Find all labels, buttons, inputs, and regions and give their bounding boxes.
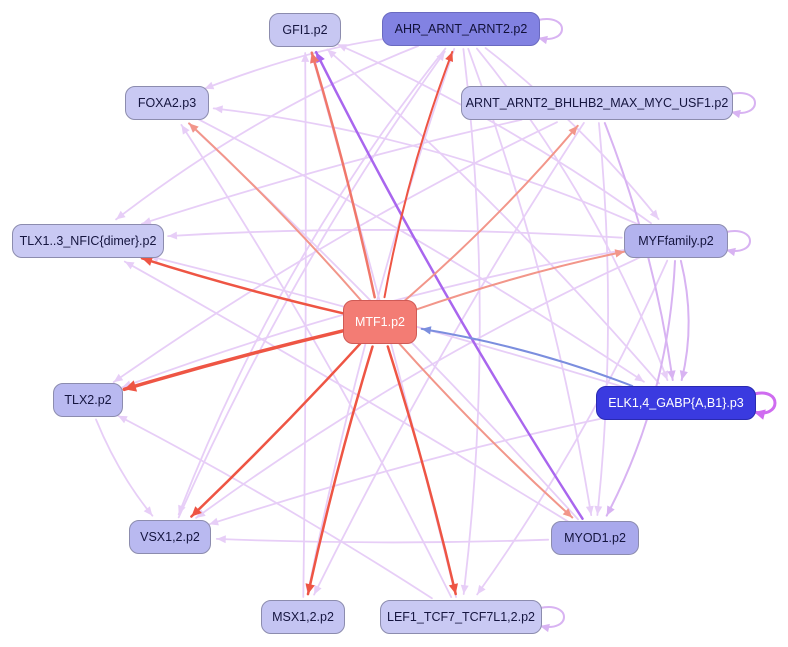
arrowhead (660, 370, 668, 381)
arrowhead (143, 506, 153, 516)
edge-MTF1.p2->VSX1,2.p2 (190, 342, 362, 518)
edge-MTF1.p2->TLX2.p2 (122, 329, 345, 392)
edge-MYFfamily.p2->LEF1_TCF7_TCF7L1,2.p2 (476, 259, 669, 596)
edge-FOXA2.p3->ELK1,4_GABP{A,B1}.p3 (195, 117, 645, 383)
node-MSX1,2.p2[interactable]: MSX1,2.p2 (261, 600, 345, 634)
arrowhead (667, 370, 676, 380)
edge-ARNT_ARNT2_BHLHB2_MAX_MYC_USF1.p2->MYOD1.p2 (596, 122, 609, 516)
arrowhead (301, 53, 310, 62)
arrowhead (649, 209, 659, 220)
arrowhead (204, 81, 215, 90)
node-MYOD1.p2[interactable]: MYOD1.p2 (551, 521, 639, 555)
arrowhead (477, 584, 486, 595)
arrowhead (606, 505, 615, 516)
arrowhead (337, 44, 348, 52)
arrowhead (460, 584, 469, 594)
arrowhead (538, 35, 548, 45)
edge-MYFfamily.p2->FOXA2.p3 (212, 107, 642, 227)
arrowhead (448, 583, 458, 594)
edge-AHR_ARNT_ARNT2.p2->TLX1..3_NFIC{dimer}.p2 (115, 45, 419, 221)
edge-MTF1.p2->AHR_ARNT_ARNT2.p2 (383, 50, 454, 299)
edge-MTF1.p2->LEF1_TCF7_TCF7L1,2.p2 (386, 345, 457, 596)
arrowhead (118, 415, 128, 424)
edge-MYOD1.p2->VSX1,2.p2 (215, 538, 550, 544)
arrowhead (421, 326, 432, 335)
arrowhead (726, 247, 736, 257)
arrowhead (314, 584, 322, 595)
arrowhead (213, 105, 223, 114)
edge-MYFfamily.p2->VSX1,2.p2 (195, 255, 643, 519)
node-VSX1,2.p2[interactable]: VSX1,2.p2 (129, 520, 211, 554)
node-ARNT_ARNT2_BHLHB2_MAX_MYC_USF1.p2[interactable]: ARNT_ARNT2_BHLHB2_MAX_MYC_USF1.p2 (461, 86, 733, 120)
arrowhead (196, 509, 206, 518)
arrowhead (142, 217, 152, 225)
arrowhead (310, 52, 320, 64)
edge-self-MYFfamily.p2 (725, 229, 751, 253)
edge-ELK1,4_GABP{A,B1}.p3->GFI1.p2 (326, 48, 660, 385)
edge-MTF1.p2->MYOD1.p2 (398, 342, 574, 519)
edge-ELK1,4_GABP{A,B1}.p3->VSX1,2.p2 (208, 415, 615, 526)
edge-ARNT_ARNT2_BHLHB2_MAX_MYC_USF1.p2->TLX1..3_NFIC{dimer}.p2 (141, 118, 523, 225)
arrowhead (445, 51, 453, 62)
edge-MTF1.p2->ARNT_ARNT2_BHLHB2_MAX_MYC_USF1.p2 (402, 124, 579, 303)
edge-LEF1_TCF7_TCF7L1,2.p2->TLX2.p2 (117, 414, 433, 600)
edge-MTF1.p2->GFI1.p2 (310, 51, 376, 299)
node-AHR_ARNT_ARNT2.p2[interactable]: AHR_ARNT_ARNT2.p2 (382, 12, 540, 46)
edge-self-ARNT_ARNT2_BHLHB2_MAX_MYC_USF1.p2 (730, 91, 756, 115)
edge-TLX2.p2->VSX1,2.p2 (95, 418, 154, 517)
edge-MYFfamily.p2->ELK1,4_GABP{A,B1}.p3 (679, 259, 690, 381)
arrowhead (327, 49, 337, 59)
edge-AHR_ARNT_ARNT2.p2->FOXA2.p3 (203, 37, 390, 90)
edge-MYFfamily.p2->TLX1..3_NFIC{dimer}.p2 (167, 229, 623, 239)
arrowhead (142, 256, 153, 266)
arrowhead (585, 505, 594, 516)
node-LEF1_TCF7_TCF7L1,2.p2[interactable]: LEF1_TCF7_TCF7L1,2.p2 (380, 600, 542, 634)
node-TLX1..3_NFIC{dimer}.p2[interactable]: TLX1..3_NFIC{dimer}.p2 (12, 224, 164, 258)
arrowhead (124, 380, 138, 392)
arrowhead (168, 231, 178, 240)
arrowhead (124, 261, 135, 270)
edge-AHR_ARNT_ARNT2.p2->LEF1_TCF7_TCF7L1,2.p2 (462, 48, 481, 595)
edge-ELK1,4_GABP{A,B1}.p3->MTF1.p2 (420, 327, 634, 387)
arrowhead (189, 123, 199, 133)
edge-LEF1_TCF7_TCF7L1,2.p2->FOXA2.p3 (180, 124, 453, 598)
edge-self-AHR_ARNT_ARNT2.p2 (537, 17, 563, 41)
edge-MSX1,2.p2->GFI1.p2 (302, 52, 307, 598)
node-GFI1.p2[interactable]: GFI1.p2 (269, 13, 341, 47)
arrowhead (116, 210, 126, 220)
edge-VSX1,2.p2->AHR_ARNT_ARNT2.p2 (177, 50, 446, 519)
node-FOXA2.p3[interactable]: FOXA2.p3 (125, 86, 209, 120)
arrowhead (754, 409, 766, 420)
edge-MYOD1.p2->GFI1.p2 (314, 50, 584, 520)
arrowhead (679, 370, 688, 380)
arrowhead (731, 109, 741, 119)
arrowhead (540, 623, 550, 633)
edge-AHR_ARNT_ARNT2.p2->VSX1,2.p2 (177, 47, 447, 516)
arrowhead (216, 535, 226, 544)
edge-self-LEF1_TCF7_TCF7L1,2.p2 (539, 605, 565, 629)
edge-ARNT_ARNT2_BHLHB2_MAX_MYC_USF1.p2->MSX1,2.p2 (313, 122, 585, 596)
arrowhead (562, 508, 573, 518)
arrowhead (305, 583, 315, 595)
node-TLX2.p2[interactable]: TLX2.p2 (53, 383, 123, 417)
edge-MTF1.p2->FOXA2.p3 (188, 122, 362, 302)
arrowhead (209, 517, 219, 526)
arrowhead (113, 373, 124, 383)
node-ELK1,4_GABP{A,B1}.p3[interactable]: ELK1,4_GABP{A,B1}.p3 (596, 386, 756, 420)
arrowhead (191, 506, 202, 517)
edge-MTF1.p2->TLX1..3_NFIC{dimer}.p2 (140, 257, 344, 315)
edge-MTF1.p2->MYFfamily.p2 (414, 250, 626, 311)
edge-MYOD1.p2->TLX1..3_NFIC{dimer}.p2 (123, 260, 570, 523)
arrowhead (181, 124, 190, 135)
arrowhead (634, 373, 644, 382)
arrowhead (568, 125, 578, 136)
node-MYFfamily.p2[interactable]: MYFfamily.p2 (624, 224, 728, 258)
arrowhead (594, 505, 603, 515)
edge-MTF1.p2->MSX1,2.p2 (306, 345, 374, 596)
arrowhead (614, 249, 625, 258)
node-MTF1.p2[interactable]: MTF1.p2 (343, 300, 417, 344)
edge-ARNT_ARNT2_BHLHB2_MAX_MYC_USF1.p2->TLX2.p2 (112, 121, 558, 383)
arrowhead (436, 51, 445, 62)
